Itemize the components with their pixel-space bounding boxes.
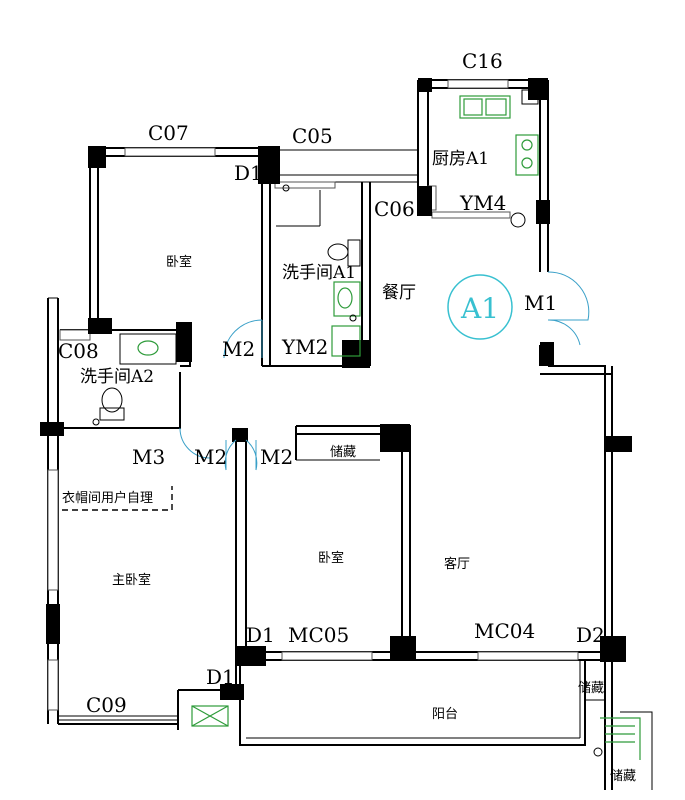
label-m2-left: M2: [222, 337, 255, 361]
label-d1-mid: D1: [246, 623, 275, 647]
label-m2-mid-b: M2: [260, 445, 293, 469]
label-mc04: MC04: [474, 619, 535, 643]
kitchen-fixtures: [459, 89, 539, 228]
label-d2: D2: [576, 623, 605, 647]
label-c08: C08: [58, 339, 99, 363]
closet-outline: [62, 486, 173, 511]
unit-badge-label: A1: [460, 292, 499, 325]
room-bath-a2: 洗手间A2: [80, 367, 154, 387]
room-labels: 厨房A1 卧室 洗手间A1 餐厅 洗手间A2 储藏 衣帽间用户自理 主卧室 卧室…: [62, 149, 636, 784]
balcony-fixtures: [191, 705, 653, 790]
label-d1-top: D1: [234, 161, 263, 185]
room-bedroom-top: 卧室: [166, 254, 192, 270]
label-ym2: YM2: [281, 335, 328, 359]
room-kitchen: 厨房A1: [432, 149, 489, 169]
room-master-bedroom: 主卧室: [112, 572, 151, 588]
unit-badge: [447, 274, 513, 340]
label-mc05: MC05: [288, 623, 349, 647]
bathroom-a1-fixtures: [276, 184, 361, 357]
bathroom-a2-fixtures: [92, 333, 177, 426]
label-c05: C05: [292, 124, 333, 148]
room-storage-right-a: 储藏: [578, 681, 604, 696]
room-storage-mid: 储藏: [330, 445, 356, 460]
label-m2-mid-a: M2: [194, 445, 227, 469]
room-storage-right-b: 储藏: [610, 769, 636, 784]
label-m3: M3: [132, 445, 165, 469]
doors: [179, 271, 590, 471]
label-c07: C07: [148, 121, 189, 145]
label-ym4: YM4: [459, 191, 506, 215]
label-d1-low: D1: [206, 665, 235, 689]
room-dining: 餐厅: [382, 283, 416, 303]
room-balcony: 阳台: [432, 707, 458, 722]
label-c09: C09: [86, 693, 127, 717]
code-labels: C16 C07 C05 D1 C06 YM4 M1 C08 M2 YM2 M3 …: [58, 49, 605, 717]
room-bath-a1: 洗手间A1: [282, 263, 356, 283]
label-c06: C06: [374, 197, 415, 221]
room-closet-note: 衣帽间用户自理: [62, 490, 153, 506]
columns: [40, 78, 632, 700]
room-living: 客厅: [444, 556, 470, 572]
label-m1: M1: [524, 291, 557, 315]
label-c16: C16: [462, 49, 503, 73]
room-bedroom-mid: 卧室: [318, 550, 344, 566]
